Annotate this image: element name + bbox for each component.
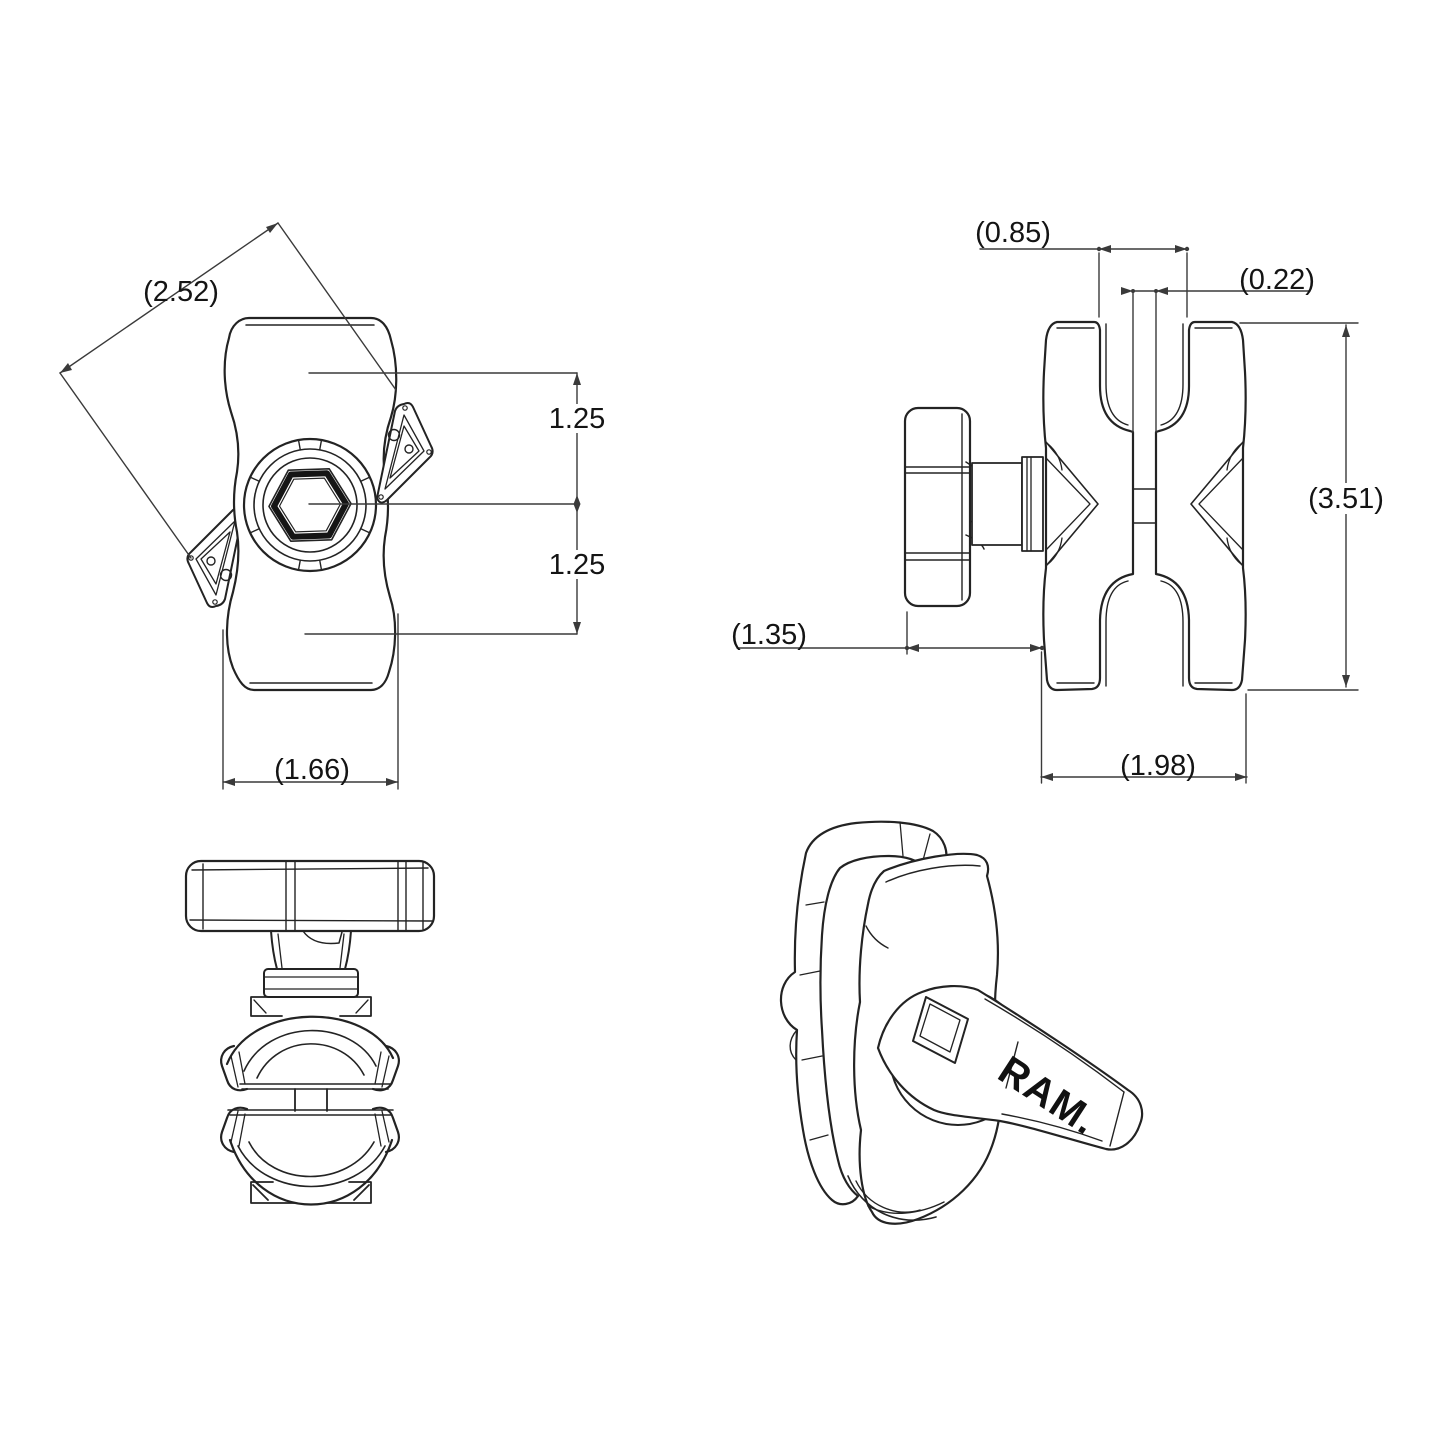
- dim-label-knob-length: (1.35): [731, 619, 807, 651]
- dimension-arrowheads: [60, 223, 1350, 786]
- clamp-right-half: [1154, 320, 1247, 692]
- center-boss: [242, 437, 378, 573]
- top-view: [184, 859, 436, 1206]
- clamp-left-half: [1042, 320, 1135, 692]
- upper-socket-cup: [220, 996, 400, 1092]
- perspective-view: [779, 820, 1144, 1225]
- dim-label-diagonal: (2.52): [143, 276, 219, 308]
- top-neck: [263, 930, 359, 998]
- dim-top-opening: [979, 248, 1188, 318]
- dim-diagonal-span: [59, 222, 397, 559]
- knob-end-cap: [912, 996, 969, 1064]
- dim-label-lower-spacing: 1.25: [549, 549, 605, 581]
- tightening-knob-lever: [876, 985, 1144, 1151]
- upper-hook-arm: [779, 820, 948, 1206]
- dim-side-width: [1040, 693, 1248, 784]
- dim-label-side-width: (1.98): [1120, 750, 1196, 782]
- cup-bridge: [294, 1088, 328, 1112]
- top-knob: [184, 859, 436, 945]
- dim-label-slot-width: (0.22): [1239, 264, 1315, 296]
- hex-socket: [271, 470, 349, 540]
- dim-label-front-width: (1.66): [274, 754, 350, 786]
- boss-segment-ticks: [249, 439, 371, 571]
- knob-shaft: [971, 456, 1044, 552]
- dim-label-overall-height: (3.51): [1308, 483, 1384, 515]
- side-view: [903, 320, 1247, 692]
- dim-label-top-opening: (0.85): [975, 217, 1051, 249]
- hex-socket-outline: [268, 467, 352, 543]
- dim-front-width: [222, 613, 399, 790]
- center-web-bridge: [1132, 488, 1157, 524]
- side-knob: [903, 406, 987, 608]
- dim-label-upper-spacing: 1.25: [549, 403, 605, 435]
- lower-socket-cup: [220, 1106, 400, 1206]
